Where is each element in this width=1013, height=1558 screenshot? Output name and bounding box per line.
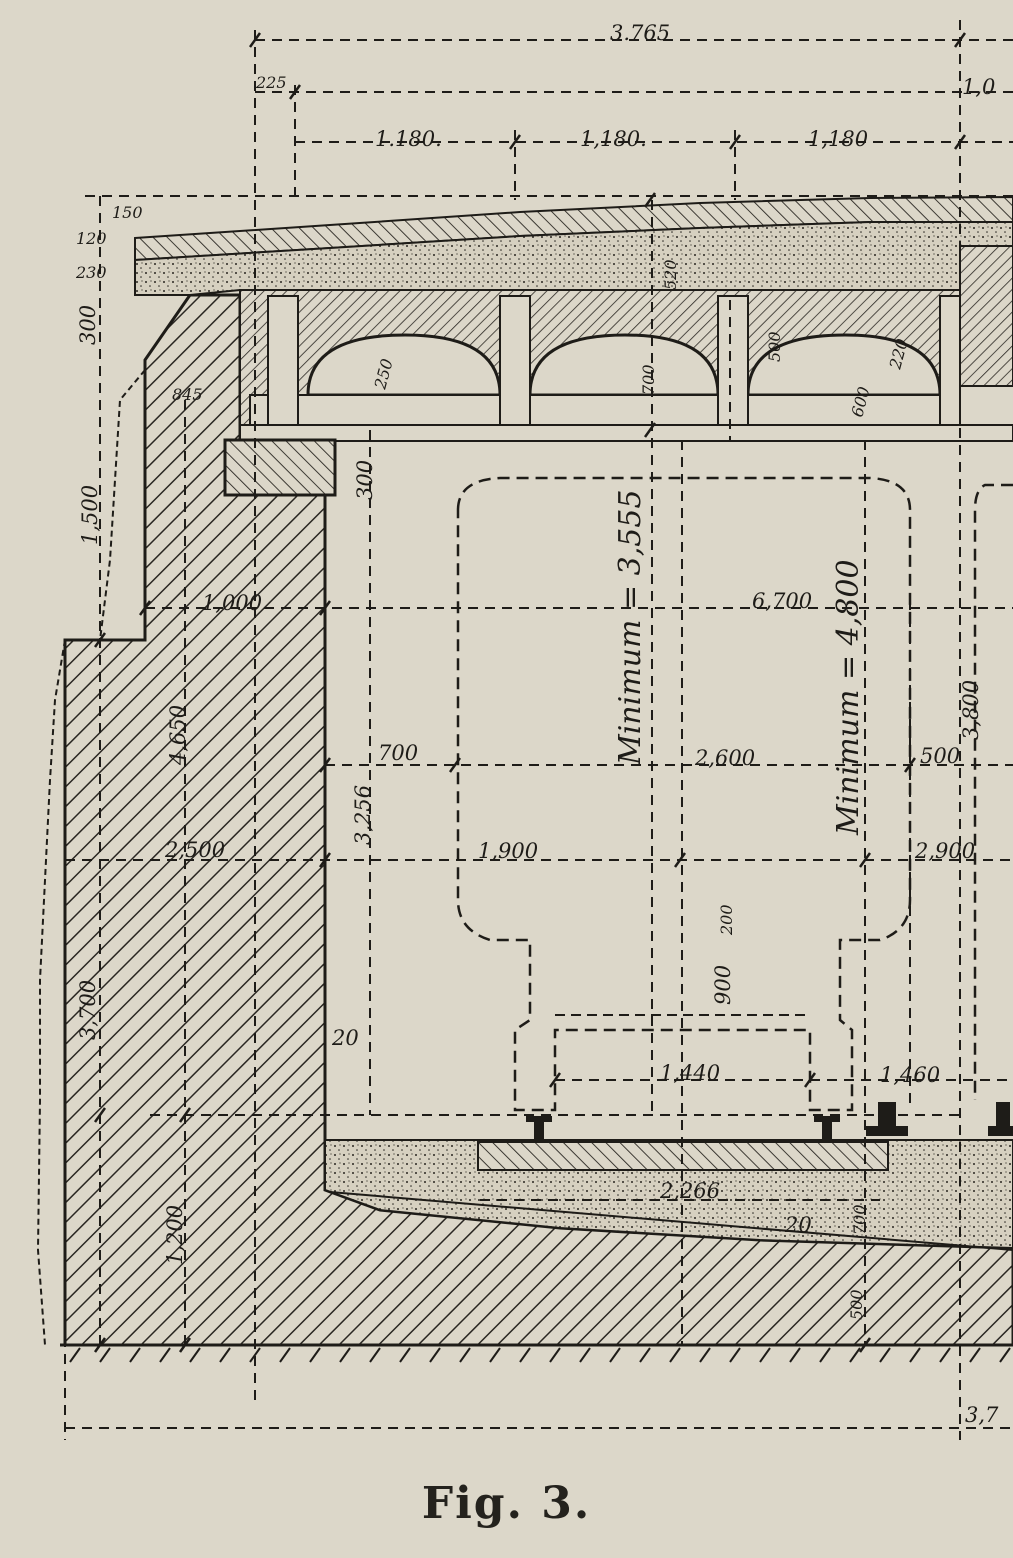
dim-845: 845 <box>172 385 203 404</box>
clearance-gauge-right <box>973 483 1013 1100</box>
figure-caption: Fig. 3. <box>421 1478 592 1529</box>
dimension-ticks <box>93 32 967 1353</box>
bearing-block <box>223 438 337 497</box>
rail-adjacent-2 <box>988 1102 1013 1136</box>
dim-120: 120 <box>76 229 107 248</box>
dim-200: 200 <box>717 904 736 936</box>
dim-20-wall: 20 <box>331 1026 359 1050</box>
dim-300-top: 300 <box>76 305 100 345</box>
dim-2500: 2,500 <box>164 838 225 862</box>
dim-500-floor: 500 <box>847 1289 866 1320</box>
arch-void-2 <box>528 333 720 397</box>
dim-3256: 3,256 <box>351 785 375 845</box>
deck-concrete-layer <box>134 221 1013 296</box>
dim-700-beam: 700 <box>639 364 658 395</box>
dim-1900: 1,900 <box>478 839 538 863</box>
dim-1500-left: 1,500 <box>78 485 102 545</box>
dim-4650: 4,650 <box>166 705 190 766</box>
dim-2900: 2,900 <box>914 839 975 863</box>
dim-6700: 6,700 <box>752 589 812 613</box>
dim-700-side: 700 <box>378 741 418 765</box>
dim-900: 900 <box>711 965 735 1005</box>
clearance-gauge <box>456 476 912 1112</box>
dim-min-3555: Minimum = 3,555 <box>613 489 648 766</box>
dim-520: 520 <box>661 259 680 290</box>
dim-1200: 1,200 <box>163 1205 187 1265</box>
ground-hatch <box>69 1347 1011 1363</box>
dim-700-floor: 700 <box>850 1204 869 1235</box>
arch-void-3 <box>746 333 942 397</box>
dim-1440: 1,440 <box>660 1061 720 1085</box>
dim-top-total: 3.765 <box>610 21 670 45</box>
dim-2600: 2,600 <box>694 746 755 770</box>
dim-3700: 3,700 <box>76 980 100 1040</box>
dim-3800: 3,800 <box>959 680 983 740</box>
dim-1000: 1,000 <box>202 591 262 615</box>
dimension-lines <box>64 20 1013 1440</box>
earth-edge-upper <box>99 369 146 641</box>
dim-500-arch: 500 <box>765 331 784 362</box>
dim-1460: 1,460 <box>880 1063 940 1087</box>
dim-top-right: 1,0 <box>962 75 995 99</box>
rail-adjacent-1 <box>866 1102 908 1136</box>
dim-2266: 2,266 <box>659 1179 720 1203</box>
i-beams <box>267 295 961 427</box>
dim-span-2: 1,180. <box>580 127 647 151</box>
dim-span-1: 1.180. <box>375 127 442 151</box>
dim-span-3: 1,180 <box>808 127 868 151</box>
rail-right <box>814 1116 840 1142</box>
dim-bottom-right: 3,7 <box>965 1403 999 1427</box>
arch-bottom-void <box>249 394 951 426</box>
floor-curve <box>329 1191 1013 1251</box>
dim-225: 225 <box>255 73 287 92</box>
right-structure <box>959 245 1013 387</box>
dim-500-side: 500 <box>920 744 960 768</box>
arch-void-1 <box>306 333 502 397</box>
dim-300-ledge: 300 <box>353 460 377 500</box>
dim-20-floor: 20 <box>784 1213 812 1237</box>
dim-min-4800: Minimum = 4,800 <box>831 559 866 836</box>
dim-150: 150 <box>112 203 143 222</box>
dim-230: 230 <box>75 263 107 282</box>
earth-edge-left <box>36 639 66 1346</box>
rail-left <box>526 1116 552 1142</box>
bottom-flange <box>239 424 1013 442</box>
